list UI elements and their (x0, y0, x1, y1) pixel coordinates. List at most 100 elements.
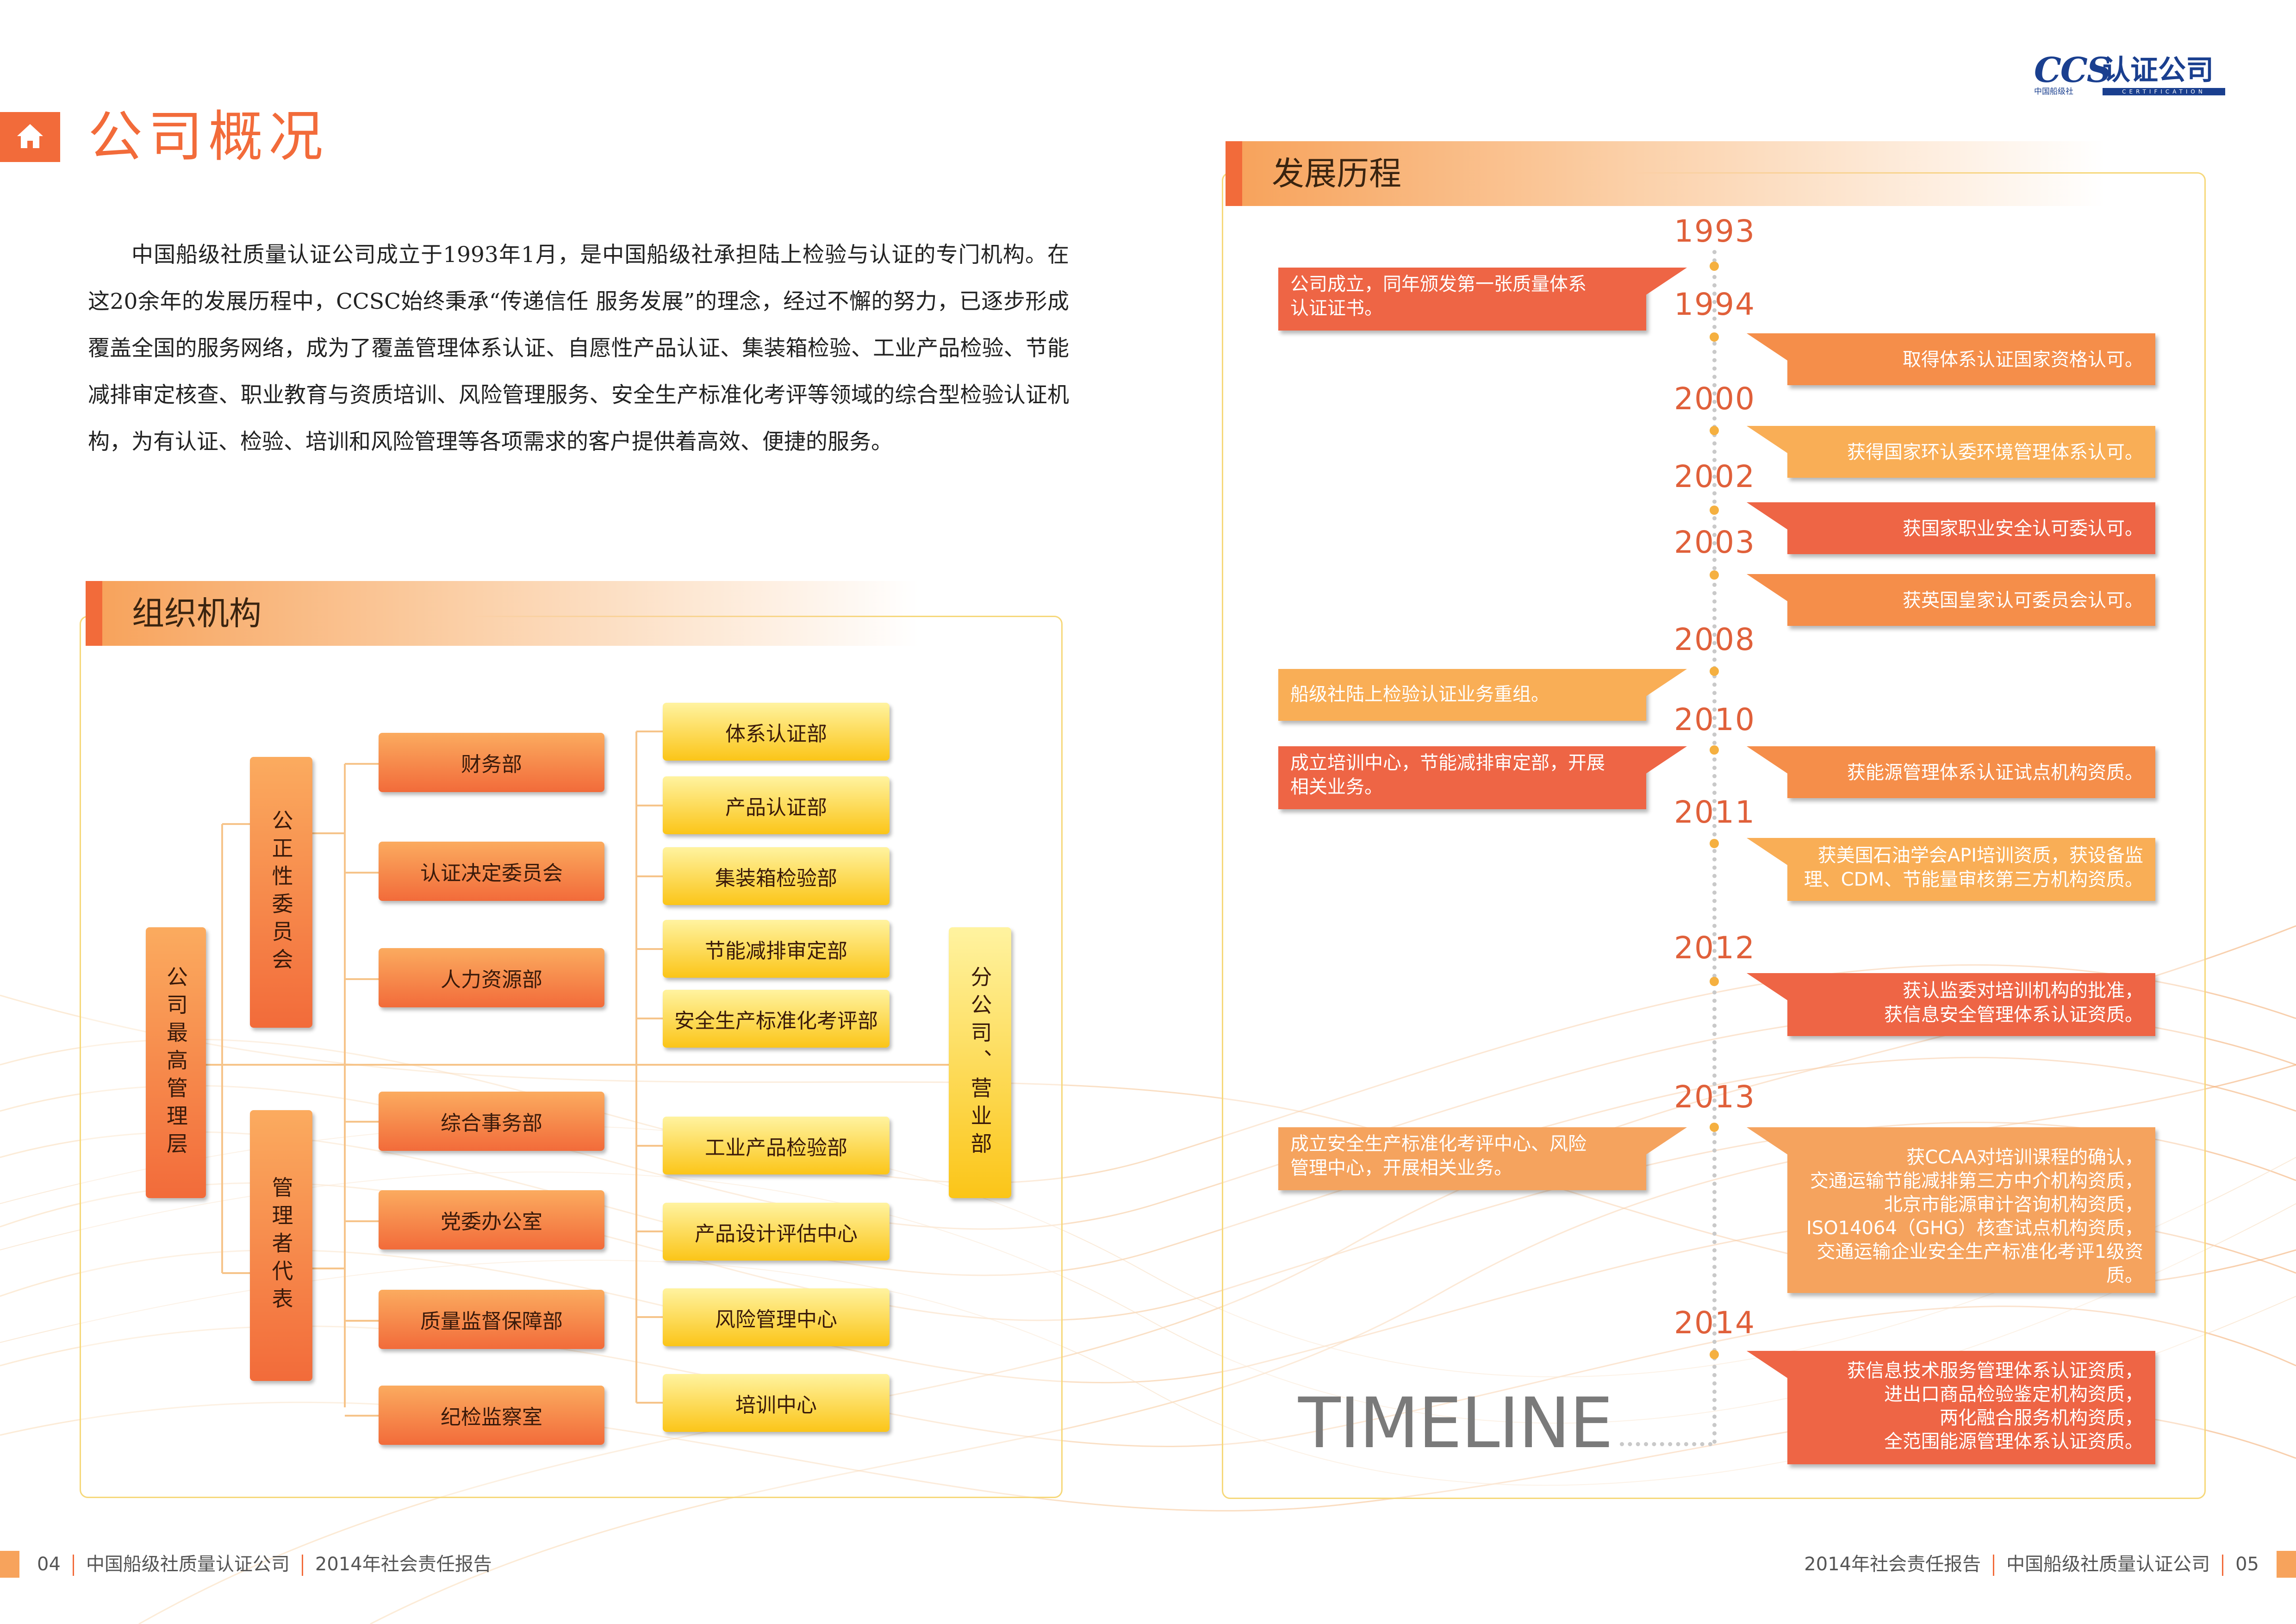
year-2013: 2013 (1674, 1079, 1755, 1115)
timeline-word-dots (1620, 1442, 1712, 1446)
year-2012: 2012 (1674, 930, 1755, 966)
org-section-header: 组织机构 (86, 581, 919, 646)
logo-bar: CERTIFICATION (2103, 88, 2225, 95)
org-heading: 组织机构 (132, 594, 261, 632)
event-text-line: 全范围能源管理体系认证资质。 (1884, 1431, 2143, 1452)
footer-right-text: 2014年社会责任报告 中国船级社质量认证公司 05 (1804, 1547, 2259, 1581)
home-icon-block[interactable] (0, 112, 60, 162)
event-2013-left: 成立安全生产标准化考评中心、风险 管理中心，开展相关业务。 (1278, 1127, 1687, 1190)
org-impartiality-committee: 公正性委员会 (250, 757, 312, 1028)
event-2010-left: 成立培训中心，节能减排审定部，开展 相关业务。 (1278, 746, 1687, 809)
event-text-line: 理、CDM、节能量审核第三方机构资质。 (1804, 869, 2143, 890)
event-2010-right: 获能源管理体系认证试点机构资质。 (1747, 746, 2155, 798)
footer-separator (2222, 1555, 2224, 1576)
footer-left-text: 04 中国船级社质量认证公司 2014年社会责任报告 (37, 1547, 492, 1581)
timeline-section-header: 发展历程 (1226, 141, 2105, 206)
event-text-line: 获信息技术服务管理体系认证资质， (1847, 1360, 2143, 1381)
event-2008: 船级社陆上检验认证业务重组。 (1278, 669, 1687, 721)
dept-finance: 财务部 (379, 733, 604, 792)
footer-left-company: 中国船级社质量认证公司 (86, 1554, 290, 1575)
event-text-line: 交通运输企业安全生产标准化考评1级资质。 (1817, 1241, 2143, 1286)
event-text-line: 公司成立，同年颁发第一张质量体系 (1290, 274, 1587, 295)
biz-safety-standardization: 安全生产标准化考评部 (663, 990, 890, 1048)
event-2011: 获美国石油学会API培训资质，获设备监 理、CDM、节能量审核第三方机构资质。 (1747, 838, 2155, 901)
timeline-dot (1710, 506, 1719, 515)
event-2014: 获信息技术服务管理体系认证资质， 进出口商品检验鉴定机构资质， 两化融合服务机构… (1747, 1351, 2155, 1464)
event-text-line: 取得体系认证国家资格认可。 (1903, 349, 2143, 370)
biz-container-inspection: 集装箱检验部 (663, 847, 890, 905)
biz-design-assessment: 产品设计评估中心 (663, 1203, 890, 1261)
event-text-line: 北京市能源审计咨询机构资质， (1884, 1194, 2143, 1215)
org-branches: 分公司、营业部 (949, 927, 1011, 1198)
timeline-dot (1710, 426, 1719, 435)
biz-risk-management: 风险管理中心 (663, 1288, 890, 1346)
event-1993: 公司成立，同年颁发第一张质量体系 认证证书。 (1278, 268, 1687, 331)
biz-industrial-inspection: 工业产品检验部 (663, 1117, 890, 1174)
logo-sub: 中国船级社 (2034, 87, 2073, 96)
timeline-header-stripe (1226, 141, 1242, 206)
page-title: 公司概况 (88, 105, 329, 169)
event-text-line: 成立培训中心，节能减排审定部，开展 (1290, 752, 1605, 774)
intro-paragraph: 中国船级社质量认证公司成立于1993年1月，是中国船级社承担陆上检验与认证的专门… (88, 242, 1069, 455)
dept-party-office: 党委办公室 (379, 1190, 604, 1249)
event-2002: 获国家职业安全认可委认可。 (1747, 502, 2155, 554)
event-text-line: 获信息安全管理体系认证资质。 (1884, 1004, 2143, 1025)
year-2008: 2008 (1674, 622, 1755, 657)
biz-system-certification: 体系认证部 (663, 703, 890, 761)
event-text-line: 获英国皇家认可委员会认可。 (1903, 590, 2143, 611)
timeline-word: TIMELINE (1298, 1383, 1613, 1464)
dept-discipline-inspection: 纪检监察室 (379, 1386, 604, 1445)
footer-left-report: 2014年社会责任报告 (315, 1554, 492, 1575)
dept-quality-supervision: 质量监督保障部 (379, 1290, 604, 1349)
event-text-line: 进出口商品检验鉴定机构资质， (1884, 1384, 2143, 1405)
year-2011: 2011 (1674, 794, 1755, 830)
footer-right-report: 2014年社会责任报告 (1804, 1554, 1981, 1575)
biz-training-center: 培训中心 (663, 1374, 890, 1432)
event-2013-right: 获CCAA对培训课程的确认， 交通运输节能减排第三方中介机构资质， 北京市能源审… (1747, 1127, 2155, 1293)
event-text-line: 获认监委对培训机构的批准， (1903, 980, 2143, 1001)
timeline-dot (1710, 977, 1719, 986)
event-text-line: 管理中心，开展相关业务。 (1290, 1157, 1512, 1179)
footer-separator (1993, 1555, 1995, 1576)
year-2014: 2014 (1674, 1305, 1755, 1341)
footer-separator (72, 1555, 74, 1576)
biz-product-certification: 产品认证部 (663, 776, 890, 834)
timeline-dot (1710, 1350, 1719, 1359)
event-text-line: 获CCAA对培训课程的确认， (1906, 1147, 2143, 1168)
event-2000: 获得国家环认委环境管理体系认可。 (1747, 426, 2155, 478)
year-1993: 1993 (1674, 213, 1755, 249)
timeline-dot (1710, 570, 1719, 580)
year-2002: 2002 (1674, 459, 1755, 494)
footer-right-company: 中国船级社质量认证公司 (2006, 1554, 2210, 1575)
logo-brand: CCS (2034, 50, 2111, 90)
timeline-dot (1710, 745, 1719, 755)
event-text-line: 获美国石油学会API培训资质，获设备监 (1817, 845, 2143, 866)
timeline-dot (1710, 839, 1719, 848)
dept-general-affairs: 综合事务部 (379, 1092, 604, 1151)
timeline-dot (1710, 1123, 1719, 1132)
event-1994: 取得体系认证国家资格认可。 (1747, 333, 2155, 385)
event-text-line: ISO14064（GHG）核查试点机构资质， (1806, 1218, 2143, 1239)
event-text-line: 船级社陆上检验认证业务重组。 (1290, 684, 1549, 705)
year-2010: 2010 (1674, 702, 1755, 737)
org-header-stripe (86, 581, 102, 646)
page-number-right: 05 (2235, 1554, 2259, 1575)
footer-right: 2014年社会责任报告 中国船级社质量认证公司 05 (1712, 1547, 2296, 1581)
event-text-line: 获国家职业安全认可委认可。 (1903, 518, 2143, 539)
ccs-logo: CCS 认证公司 中国船级社 CERTIFICATION (2034, 50, 2228, 96)
timeline-heading: 发展历程 (1272, 155, 1401, 193)
event-2003: 获英国皇家认可委员会认可。 (1747, 574, 2155, 626)
event-text-line: 两化融合服务机构资质， (1940, 1407, 2143, 1429)
footer-left-block (0, 1551, 19, 1578)
year-1994: 1994 (1674, 287, 1755, 322)
event-text-line: 认证证书。 (1290, 298, 1383, 319)
year-2000: 2000 (1674, 381, 1755, 417)
dept-hr: 人力资源部 (379, 948, 604, 1007)
year-2003: 2003 (1674, 525, 1755, 560)
page-number-left: 04 (37, 1554, 61, 1575)
timeline-dot (1710, 332, 1719, 342)
timeline-dot (1710, 667, 1719, 676)
footer-separator (301, 1555, 303, 1576)
logo-name: 认证公司 (2103, 54, 2214, 87)
